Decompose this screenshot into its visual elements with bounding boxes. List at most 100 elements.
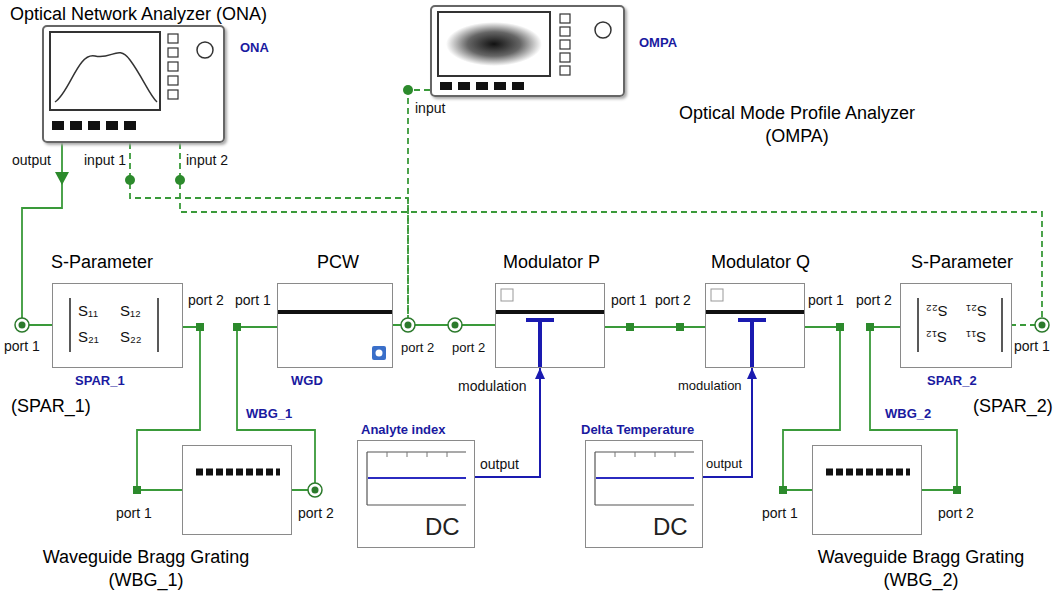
drawing-line xyxy=(750,320,754,367)
drawing-line xyxy=(157,298,159,352)
port-name: input 1 xyxy=(84,152,126,169)
port-name: port 1 xyxy=(116,505,152,522)
drawing-rect xyxy=(233,323,241,331)
component-caption: (SPAR_1) xyxy=(11,396,91,418)
component-tag: WGD xyxy=(291,373,323,389)
matrix-entry: S₂₂ xyxy=(120,328,142,346)
port-name: port 1 xyxy=(4,338,40,355)
source-type: DC xyxy=(425,513,460,542)
dc-source-block: Analyte indexDC xyxy=(357,440,475,548)
port-name: port 2 xyxy=(655,292,691,309)
drawing-circle xyxy=(308,483,322,497)
drawing-circle xyxy=(403,85,413,95)
drawing-g xyxy=(133,323,961,494)
waveguide-cores xyxy=(278,310,804,314)
port-name: port 1 xyxy=(762,505,798,522)
component-title: Modulator Q xyxy=(711,252,810,274)
port-name: output xyxy=(12,152,51,169)
drawing-rect xyxy=(626,323,634,331)
ompa-instrument xyxy=(438,12,611,90)
port-name: port 2 xyxy=(856,292,892,309)
drawing-line xyxy=(387,452,388,457)
component-tag: SPAR_2 xyxy=(927,373,977,389)
drawing-rect xyxy=(560,40,570,49)
drawing-rect xyxy=(50,32,160,110)
drawing-circle xyxy=(401,318,415,332)
optical-link xyxy=(605,326,705,328)
drawing-g xyxy=(19,322,1046,494)
bragg-grating-block: WBG_1Waveguide Bragg Grating (WBG_1) xyxy=(182,445,292,535)
component-title: Modulator P xyxy=(503,252,600,274)
drawing-line xyxy=(655,452,656,457)
matrix-entry: S₁₂ xyxy=(926,328,947,346)
drawing-rect xyxy=(106,121,118,130)
drawing-line xyxy=(496,310,604,314)
drawing-rect xyxy=(676,323,684,331)
drawing-rect xyxy=(52,121,64,130)
port-name: port 2 xyxy=(452,340,485,356)
drawing-circle xyxy=(1039,322,1046,329)
photonic-waveguide-block: PCWWGD xyxy=(277,283,393,368)
instrument-title: Optical Network Analyzer (ONA) xyxy=(10,4,267,26)
drawing-g xyxy=(15,318,1049,497)
output-port xyxy=(55,172,69,185)
drawing-line xyxy=(367,504,466,505)
drawing-circle xyxy=(405,322,412,329)
drawing-circle xyxy=(595,22,611,38)
drawing-rect xyxy=(494,82,506,90)
port-name: input 2 xyxy=(186,152,228,169)
drawing-rect xyxy=(168,48,178,57)
drawing-rect xyxy=(501,289,513,301)
drawing-rect xyxy=(512,82,524,90)
bragg-gratings xyxy=(196,469,910,476)
drawing-line xyxy=(594,452,595,505)
port-name: port 1 xyxy=(1014,338,1050,355)
drawing-line xyxy=(595,451,694,452)
component-tag: SPAR_1 xyxy=(75,373,125,389)
drawing-g xyxy=(387,452,675,457)
port-name: port 2 xyxy=(188,292,224,309)
drawing-rect xyxy=(70,121,82,130)
modulator-block: Modulator P xyxy=(495,283,605,368)
optical-link xyxy=(137,327,200,490)
component-title: PCW xyxy=(317,252,359,274)
port-name: port 1 xyxy=(235,292,271,309)
matrix-entry: S₁₁ xyxy=(966,328,986,346)
drawing-line xyxy=(278,310,392,314)
drawing-line xyxy=(826,469,910,476)
drawing-line xyxy=(196,469,280,476)
drawing-rect xyxy=(168,34,178,43)
drawing-line xyxy=(917,298,919,352)
drawing-rect xyxy=(168,62,178,71)
monitor-fiber xyxy=(180,143,1042,325)
source-type: DC xyxy=(653,513,688,542)
port-name: port 2 xyxy=(298,505,334,522)
drawing-rect xyxy=(88,121,100,130)
drawing-line xyxy=(596,477,694,479)
drawing-line xyxy=(706,310,804,314)
drawing-rect xyxy=(560,14,570,23)
drawing-circle xyxy=(448,318,462,332)
drawing-rect xyxy=(560,27,570,36)
drawing-line xyxy=(635,452,636,457)
modulator-electrodes xyxy=(526,320,766,367)
drawing-ellipse xyxy=(446,22,542,66)
source-title: Analyte index xyxy=(361,422,446,438)
drawing-circle xyxy=(376,350,383,357)
port-name: port 1 xyxy=(808,292,844,309)
drawing-path xyxy=(55,53,157,102)
s-parameter-block: S-ParameterSPAR_1(SPAR_1) xyxy=(52,283,183,368)
drawing-line xyxy=(1001,298,1003,352)
optical-link xyxy=(237,327,315,490)
drawing-g xyxy=(440,82,524,90)
drawing-rect xyxy=(124,121,136,130)
optical-link xyxy=(22,143,62,325)
drawing-rect xyxy=(836,323,844,331)
drawing-line xyxy=(366,452,367,505)
drawing-circle xyxy=(125,175,135,185)
drawing-line xyxy=(615,452,616,457)
drawing-rect xyxy=(372,346,386,360)
component-tag: WBG_2 xyxy=(885,406,931,422)
drawing-g xyxy=(52,121,136,130)
